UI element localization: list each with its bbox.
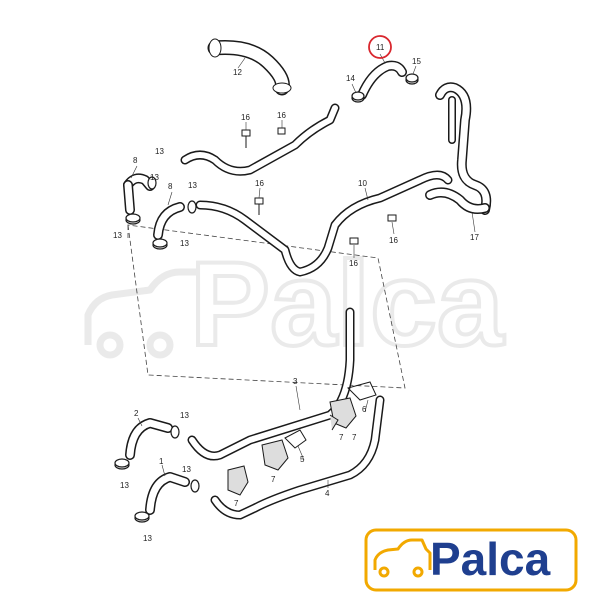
callout-15: 15 <box>412 57 421 66</box>
callout-12: 12 <box>233 68 242 77</box>
callout-4: 4 <box>325 489 330 498</box>
hose-2 <box>125 418 173 460</box>
callout-10: 10 <box>358 179 367 188</box>
callout-17: 17 <box>470 233 479 242</box>
callout-7: 7 <box>339 433 344 442</box>
callout-16: 16 <box>389 236 398 245</box>
callout-7: 7 <box>352 433 357 442</box>
callout-7: 7 <box>234 499 239 508</box>
callout-16: 16 <box>255 179 264 188</box>
callout-16: 16 <box>277 111 286 120</box>
callout-2: 2 <box>134 409 139 418</box>
callout-13: 13 <box>188 181 197 190</box>
hose-1 <box>145 472 190 515</box>
hose-8-right <box>153 202 185 240</box>
bracket-5 <box>284 429 307 449</box>
callout-8: 8 <box>168 182 173 191</box>
hose-11 <box>357 60 407 100</box>
callout-13: 13 <box>150 173 159 182</box>
hose-17 <box>425 82 492 215</box>
callout-13: 13 <box>143 534 152 543</box>
car-icon <box>373 538 432 578</box>
callout-13: 13 <box>120 481 129 490</box>
callout-16: 16 <box>349 259 358 268</box>
palca-logo: Palca <box>364 528 578 592</box>
clamp-14 <box>351 91 365 103</box>
callout-7: 7 <box>271 475 276 484</box>
watermark: Palca <box>84 235 507 373</box>
callout-8: 8 <box>133 156 138 165</box>
callout-13: 13 <box>180 239 189 248</box>
callout-3: 3 <box>293 377 298 386</box>
watermark-car-icon <box>84 268 200 359</box>
callout-6: 6 <box>362 405 367 414</box>
callout-13: 13 <box>113 231 122 240</box>
hose-3 <box>187 307 355 461</box>
callout-1: 1 <box>159 457 164 466</box>
callout-13: 13 <box>155 147 164 156</box>
logo-text: Palca <box>430 533 551 585</box>
bracket-6 <box>347 381 377 401</box>
callout-5: 5 <box>300 455 305 464</box>
brackets-7 <box>227 397 357 496</box>
bolts-16 <box>241 127 397 245</box>
hose-4 <box>210 395 385 520</box>
hoses <box>123 38 492 520</box>
callout-16: 16 <box>241 113 250 122</box>
leader-lines <box>130 53 476 488</box>
clamp-15 <box>405 73 419 85</box>
callout-13: 13 <box>180 411 189 420</box>
highlight-circle-11 <box>368 35 392 59</box>
hose-upper-pipe <box>180 103 340 176</box>
clamps-13 <box>114 176 200 523</box>
callout-14: 14 <box>346 74 355 83</box>
callout-labels: 12 11 14 15 16 16 16 16 16 8 8 13 13 13 … <box>113 43 479 543</box>
hose-8-left <box>123 173 155 215</box>
hose-10 <box>195 170 453 277</box>
callout-11: 11 <box>376 43 385 52</box>
callout-13: 13 <box>182 465 191 474</box>
assembly-frame-dashed <box>127 224 406 389</box>
hose-12 <box>207 38 292 96</box>
